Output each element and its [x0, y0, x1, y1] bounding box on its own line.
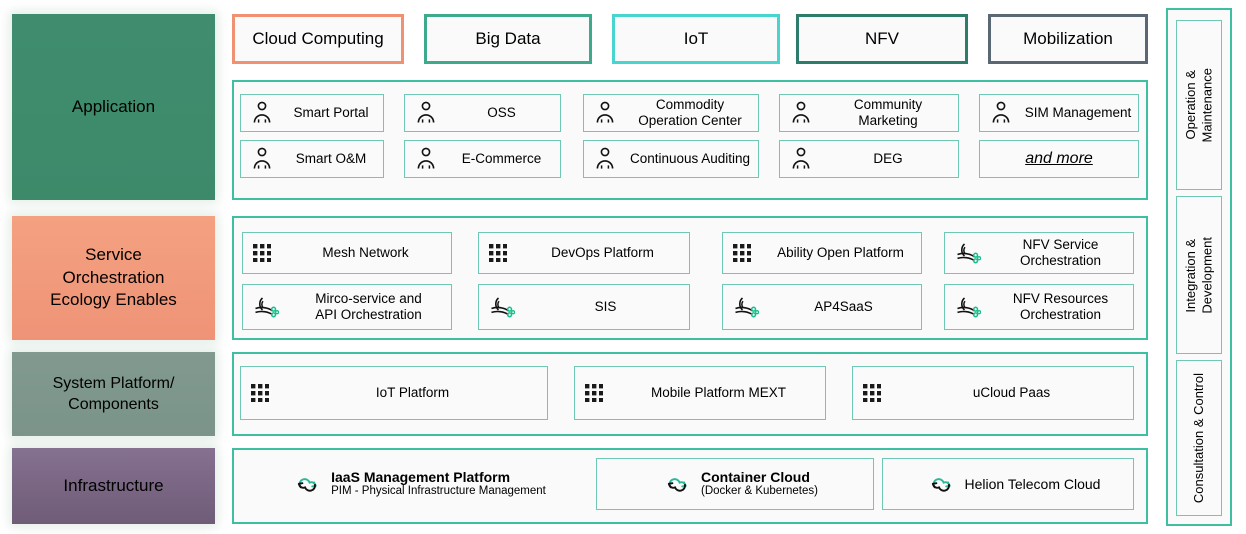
- infra-item-1[interactable]: Container Cloud(Docker & Kubernetes): [596, 458, 874, 510]
- category-tab-cloud-computing[interactable]: Cloud Computing: [232, 14, 404, 64]
- item-label: Smart Portal: [293, 105, 369, 121]
- infra-item-title: Container Cloud: [701, 468, 810, 485]
- layer-label-service_orchestration: Service Orchestration Ecology Enables: [12, 216, 215, 340]
- infra-item-subtitle: (Docker & Kubernetes): [701, 485, 818, 498]
- category-tab-label: IoT: [683, 29, 709, 48]
- layer-label-text: System Platform/ Components: [52, 374, 175, 413]
- svc-item-5[interactable]: SIS: [478, 284, 690, 330]
- category-tab-mobilization[interactable]: Mobilization: [988, 14, 1148, 64]
- sidebar-panel-label: Consultation & Control: [1190, 372, 1206, 504]
- item-label: and more: [1025, 149, 1093, 167]
- category-tab-iot[interactable]: IoT: [612, 14, 780, 64]
- app-item-4[interactable]: SIM Management: [979, 94, 1139, 132]
- infra-item-2[interactable]: Helion Telecom Cloud: [882, 458, 1134, 510]
- infra-item-title: Helion Telecom Cloud: [964, 475, 1101, 492]
- svc-item-1[interactable]: DevOps Platform: [478, 232, 690, 274]
- layer-label-infrastructure: Infrastructure: [12, 448, 215, 524]
- item-label: SIS: [594, 299, 617, 315]
- svc-item-0[interactable]: Mesh Network: [242, 232, 452, 274]
- item-label: DEG: [873, 151, 903, 167]
- layer-label-application: Application: [12, 14, 215, 200]
- item-label: Mesh Network: [322, 245, 409, 261]
- category-tab-big-data[interactable]: Big Data: [424, 14, 592, 64]
- item-label: DevOps Platform: [551, 245, 654, 261]
- item-label: NFV Resources Orchestration: [1012, 291, 1109, 322]
- item-label: uCloud Paas: [972, 385, 1051, 401]
- app-item-5[interactable]: Smart O&M: [240, 140, 384, 178]
- svc-item-7[interactable]: NFV Resources Orchestration: [944, 284, 1134, 330]
- svc-item-2[interactable]: Ability Open Platform: [722, 232, 922, 274]
- sys-item-1[interactable]: Mobile Platform MEXT: [574, 366, 826, 420]
- infra-item-title: IaaS Management Platform: [331, 468, 511, 485]
- app-item-1[interactable]: OSS: [404, 94, 561, 132]
- item-label: OSS: [487, 105, 516, 121]
- sys-item-2[interactable]: uCloud Paas: [852, 366, 1134, 420]
- category-tab-nfv[interactable]: NFV: [796, 14, 968, 64]
- category-tab-label: Big Data: [475, 29, 541, 48]
- sidebar-panel-0[interactable]: Operation & Maintenance: [1176, 20, 1222, 190]
- sidebar-panel-label: Operation & Maintenance: [1182, 67, 1214, 143]
- app-item-0[interactable]: Smart Portal: [240, 94, 384, 132]
- sys-item-0[interactable]: IoT Platform: [240, 366, 548, 420]
- item-label: NFV Service Orchestration: [1019, 237, 1102, 268]
- layer-label-system_platform: System Platform/ Components: [12, 352, 215, 436]
- svc-item-6[interactable]: AP4SaaS: [722, 284, 922, 330]
- category-tab-label: Mobilization: [1023, 29, 1113, 48]
- item-label: Continuous Auditing: [629, 151, 751, 167]
- item-label: Mirco-service and API Orchestration: [315, 291, 422, 322]
- layer-label-text: Service Orchestration Ecology Enables: [50, 245, 177, 310]
- app-item-3[interactable]: Community Marketing: [779, 94, 959, 132]
- svc-item-4[interactable]: Mirco-service and API Orchestration: [242, 284, 452, 330]
- app-item-8[interactable]: DEG: [779, 140, 959, 178]
- layer-label-text: Infrastructure: [63, 475, 164, 495]
- item-label: SIM Management: [1024, 105, 1132, 121]
- layer-label-text: Application: [71, 96, 156, 116]
- item-label: Commodity Operation Center: [638, 97, 742, 128]
- app-item-9[interactable]: and more: [979, 140, 1139, 178]
- item-label: IoT Platform: [375, 385, 450, 401]
- item-label: E-Commerce: [461, 151, 542, 167]
- sidebar-panel-label: Integration & Development: [1182, 236, 1214, 314]
- item-label: Ability Open Platform: [777, 245, 904, 261]
- svc-item-3[interactable]: NFV Service Orchestration: [944, 232, 1134, 274]
- item-label: Mobile Platform MEXT: [650, 385, 787, 401]
- app-item-6[interactable]: E-Commerce: [404, 140, 561, 178]
- item-label: AP4SaaS: [814, 299, 873, 315]
- infra-item-subtitle: PIM - Physical Infrastructure Management: [331, 485, 546, 498]
- app-item-7[interactable]: Continuous Auditing: [583, 140, 759, 178]
- infra-item-text: Container Cloud(Docker & Kubernetes): [701, 469, 818, 499]
- app-item-2[interactable]: Commodity Operation Center: [583, 94, 759, 132]
- category-tab-label: NFV: [865, 29, 899, 48]
- item-label: Smart O&M: [295, 151, 367, 167]
- item-label: Community Marketing: [853, 97, 923, 128]
- infra-item-text: Helion Telecom Cloud: [965, 476, 1101, 493]
- sidebar-panel-1[interactable]: Integration & Development: [1176, 196, 1222, 354]
- sidebar-panel-2[interactable]: Consultation & Control: [1176, 360, 1222, 516]
- category-tab-label: Cloud Computing: [252, 29, 384, 48]
